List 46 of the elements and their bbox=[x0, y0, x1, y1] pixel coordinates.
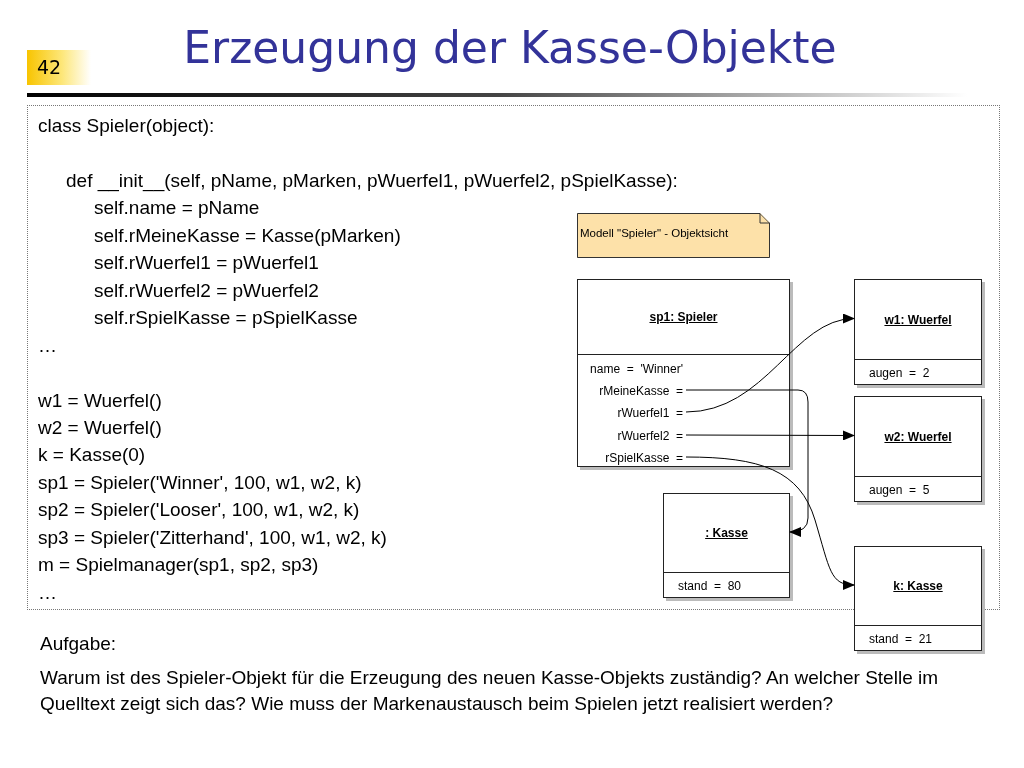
attribute: stand = 80 bbox=[678, 578, 742, 593]
object-box bbox=[854, 546, 982, 651]
reference-arrow bbox=[685, 314, 855, 413]
slide-number: 42 bbox=[27, 50, 91, 85]
code-line: sp3 = Spieler('Zitterhand', 100, w1, w2, k) bbox=[38, 525, 387, 550]
reference-arrow bbox=[685, 456, 855, 590]
object-name: sp1: Spieler bbox=[649, 310, 718, 324]
code-line: self.rWuerfel1 = pWuerfel1 bbox=[94, 251, 319, 276]
reference-arrow bbox=[685, 430, 855, 441]
object-name: w2: Wuerfel bbox=[884, 429, 952, 444]
code-line: sp2 = Spieler('Looser', 100, w1, w2, k) bbox=[38, 498, 360, 523]
code-line: m = Spielmanager(sp1, sp2, sp3) bbox=[38, 553, 319, 578]
attribute: rMeineKasse = bbox=[599, 384, 683, 398]
attribute: name = 'Winner' bbox=[590, 362, 683, 376]
code-line: class Spieler(object): bbox=[38, 114, 215, 138]
code-line: … bbox=[38, 333, 57, 358]
code-line: sp1 = Spieler('Winner', 100, w1, w2, k) bbox=[38, 470, 362, 495]
code-line: self.rWuerfel2 = pWuerfel2 bbox=[94, 278, 319, 303]
task-heading: Aufgabe: bbox=[40, 633, 117, 655]
code-box bbox=[27, 105, 1000, 610]
code-line: w1 = Wuerfel() bbox=[38, 388, 162, 413]
object-name: w1: Wuerfel bbox=[884, 312, 952, 327]
code-line: k = Kasse(0) bbox=[38, 443, 146, 468]
object-box bbox=[577, 279, 790, 467]
code-line: w2 = Wuerfel() bbox=[38, 415, 162, 440]
object-name: k: Kasse bbox=[893, 579, 943, 593]
attribute: rWuerfel2 = bbox=[617, 429, 683, 443]
attribute: rSpielKasse = bbox=[605, 451, 683, 465]
note-text: Modell "Spieler" - Objektsicht bbox=[580, 227, 729, 239]
code-line: self.name = pName bbox=[94, 196, 260, 221]
code-line: … bbox=[38, 580, 57, 605]
note-box bbox=[577, 213, 770, 258]
object-box bbox=[854, 396, 982, 502]
slide-title: Erzeugung der Kasse-Objekte bbox=[182, 22, 838, 73]
attribute: rWuerfel1 = bbox=[617, 406, 683, 420]
attribute: stand = 21 bbox=[869, 631, 933, 646]
attribute: augen = 5 bbox=[869, 482, 930, 497]
code-line: self.rMeineKasse = Kasse(pMarken) bbox=[94, 223, 401, 248]
code-line: def __init__(self, pName, pMarken, pWuerfel1, pWuerfel2, pSpielKasse): bbox=[66, 168, 678, 193]
object-box bbox=[854, 279, 982, 385]
object-name: : Kasse bbox=[705, 526, 748, 540]
reference-arrow bbox=[685, 389, 809, 537]
code-line: self.rSpielKasse = pSpielKasse bbox=[94, 306, 358, 331]
task-text: Warum ist des Spieler-Objekt für die Erzeugung des neuen Kasse-Objekts zuständig? An welcher Stelle im Quelltext zeigt sich das? Wie muss der Markenaustausch beim Spielen jetzt realisiert werden? bbox=[40, 666, 940, 716]
attribute: augen = 2 bbox=[869, 365, 930, 380]
object-box bbox=[663, 493, 790, 598]
